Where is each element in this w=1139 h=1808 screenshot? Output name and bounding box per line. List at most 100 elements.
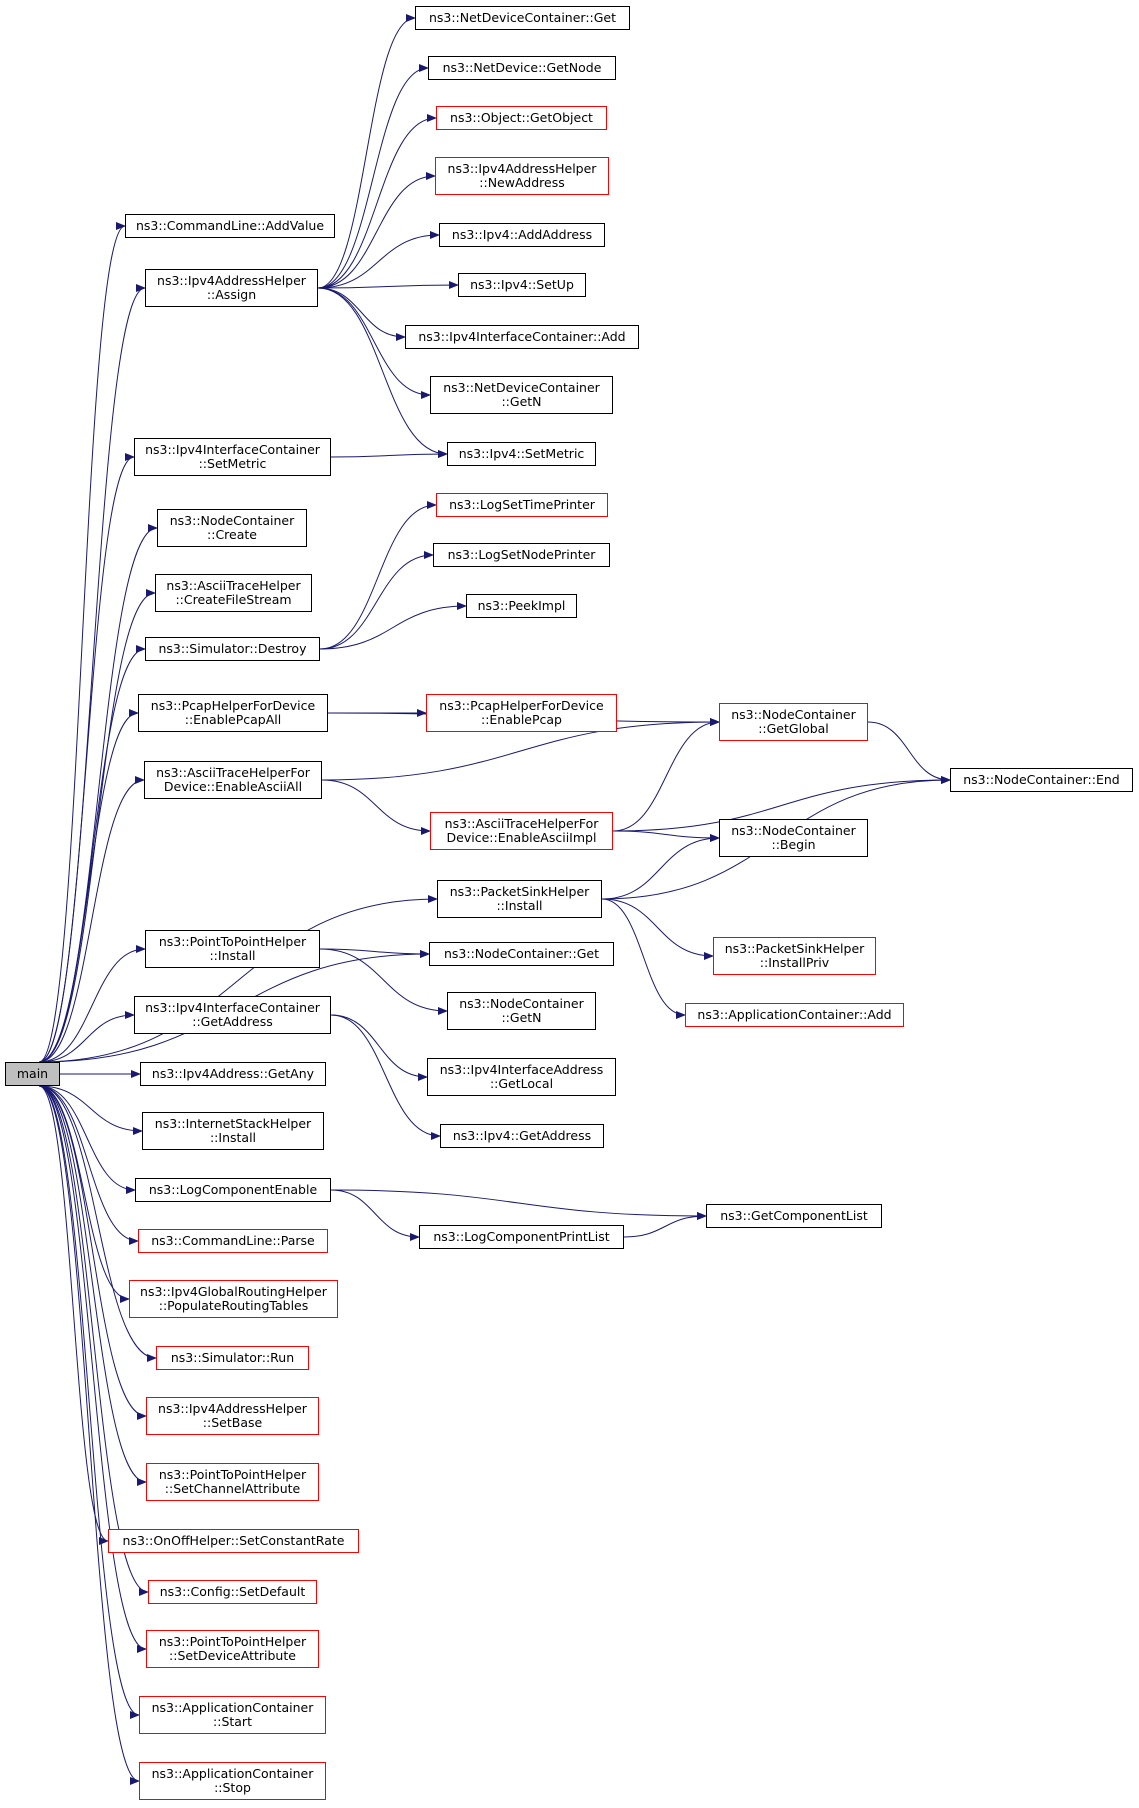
node-ipv4-getaddress[interactable]: ns3::Ipv4::GetAddress [440, 1124, 604, 1148]
edge-ipv4ah-assign-to-ipv4-setmetric [317, 287, 448, 458]
node-ipv4ic-setmetric[interactable]: ns3::Ipv4InterfaceContainer::SetMetric [134, 438, 331, 476]
node-ndc-getn[interactable]: ns3::NetDeviceContainer::GetN [430, 376, 613, 414]
node-label-line: ::InstallPriv [759, 955, 830, 970]
node-peekimpl[interactable]: ns3::PeekImpl [466, 594, 577, 618]
node-label-line: ::CreateFileStream [175, 592, 292, 607]
node-label-line: ns3::PointToPointHelper [158, 1633, 307, 1649]
node-label-line: ns3::AsciiTraceHelperFor [156, 764, 310, 780]
node-label-line: ns3::NodeContainer [731, 706, 856, 722]
node-config-setdefault[interactable]: ns3::Config::SetDefault [148, 1580, 317, 1604]
node-ndc-get[interactable]: ns3::NetDeviceContainer::Get [415, 6, 630, 30]
edge-ipv4ah-assign-to-obj-getobject [317, 114, 437, 289]
edge-athfd-enableasciiimpl-to-nc-begin [612, 830, 720, 842]
edge-athfd-enableasciiimpl-to-nc-end [612, 776, 951, 832]
node-label-line: ::PopulateRoutingTables [158, 1298, 309, 1313]
edge-main-to-ipv4grh-populate [39, 1085, 130, 1303]
edge-ipv4ah-assign-to-ipv4-setup [317, 281, 459, 290]
node-label-line: ns3::Ipv4InterfaceContainer::Add [418, 328, 626, 344]
node-label-line: ns3::Ipv4Address::GetAny [151, 1065, 315, 1081]
node-label-line: ::Create [207, 527, 257, 542]
node-label-line: ns3::Simulator::Destroy [158, 640, 307, 656]
node-ipv4-setmetric[interactable]: ns3::Ipv4::SetMetric [447, 442, 596, 466]
node-nd-getnode[interactable]: ns3::NetDevice::GetNode [428, 56, 616, 80]
edge-main-to-athfd-enableasciiall [39, 776, 145, 1063]
node-ipv4ic-add[interactable]: ns3::Ipv4InterfaceContainer::Add [405, 325, 639, 349]
node-label-line: ns3::AsciiTraceHelperFor [444, 815, 599, 831]
node-ipv4addr-getany[interactable]: ns3::Ipv4Address::GetAny [140, 1062, 326, 1086]
node-label-line: ::NewAddress [479, 175, 565, 190]
edge-main-to-cl-addvalue [38, 222, 126, 1063]
node-ipv4ah-setbase[interactable]: ns3::Ipv4AddressHelper::SetBase [146, 1397, 319, 1435]
node-label-line: ns3::PcapHelperForDevice [150, 697, 316, 713]
node-p2p-setchannelattribute[interactable]: ns3::PointToPointHelper::SetChannelAttri… [146, 1463, 319, 1501]
node-cl-addvalue[interactable]: ns3::CommandLine::AddValue [125, 214, 335, 238]
node-obj-getobject[interactable]: ns3::Object::GetObject [436, 106, 607, 130]
node-label-line: main [16, 1065, 49, 1081]
node-p2p-install[interactable]: ns3::PointToPointHelper::Install [145, 930, 320, 968]
edge-main-to-sim-destroy [39, 645, 146, 1063]
node-ipv4ah-newaddress[interactable]: ns3::Ipv4AddressHelper::NewAddress [435, 157, 609, 195]
node-label-line: ns3::ApplicationContainer [151, 1765, 314, 1781]
node-ipv4ic-getaddress[interactable]: ns3::Ipv4InterfaceContainer::GetAddress [134, 996, 331, 1034]
node-cl-parse[interactable]: ns3::CommandLine::Parse [138, 1229, 328, 1253]
node-label-line: ::Install [496, 898, 543, 913]
node-ac-stop[interactable]: ns3::ApplicationContainer::Stop [139, 1762, 326, 1800]
edge-main-to-ipv4ah-setbase [39, 1085, 147, 1420]
edge-main-to-cl-parse [39, 1085, 139, 1245]
edge-main-to-ipv4ah-assign [39, 284, 146, 1063]
edge-main-to-phfd-enablepcapall [39, 709, 139, 1063]
node-nc-get[interactable]: ns3::NodeContainer::Get [429, 942, 614, 966]
node-phfd-enablepcapall[interactable]: ns3::PcapHelperForDevice::EnablePcapAll [138, 694, 328, 732]
node-ath-createfilestream[interactable]: ns3::AsciiTraceHelper::CreateFileStream [155, 574, 312, 612]
node-label-line: ::SetDeviceAttribute [169, 1648, 296, 1663]
node-ish-install[interactable]: ns3::InternetStackHelper::Install [142, 1112, 324, 1150]
node-nc-getglobal[interactable]: ns3::NodeContainer::GetGlobal [719, 703, 868, 741]
node-label-line: ns3::PacketSinkHelper [449, 883, 590, 899]
node-ipv4-setup[interactable]: ns3::Ipv4::SetUp [458, 273, 586, 297]
node-ipv4ia-getlocal[interactable]: ns3::Ipv4InterfaceAddress::GetLocal [427, 1058, 616, 1096]
edge-main-to-logcomponentenable [39, 1085, 136, 1194]
node-label-line: ns3::CommandLine::Parse [151, 1232, 315, 1248]
node-ac-start[interactable]: ns3::ApplicationContainer::Start [139, 1696, 326, 1734]
edge-main-to-p2p-setchannelattribute [39, 1085, 147, 1486]
node-label-line: ns3::LogComponentEnable [148, 1181, 318, 1197]
node-onoff-setconstantrate[interactable]: ns3::OnOffHelper::SetConstantRate [108, 1529, 359, 1553]
node-label-line: ns3::NetDeviceContainer::Get [428, 9, 617, 25]
edge-psh-install-to-nc-begin [601, 834, 720, 900]
edge-sim-destroy-to-logsettimeprinter [319, 501, 437, 650]
edge-main-to-ac-stop [39, 1085, 140, 1785]
node-label-line: ::SetBase [202, 1415, 263, 1430]
edge-ipv4ic-getaddress-to-ipv4ia-getlocal [330, 1014, 428, 1081]
node-logsetnodeprinter[interactable]: ns3::LogSetNodePrinter [433, 543, 610, 567]
node-ipv4grh-populate[interactable]: ns3::Ipv4GlobalRoutingHelper::PopulateRo… [129, 1280, 338, 1318]
node-label-line: ns3::Ipv4AddressHelper [157, 272, 306, 288]
node-nc-create[interactable]: ns3::NodeContainer::Create [157, 509, 307, 547]
node-logcomponentenable[interactable]: ns3::LogComponentEnable [135, 1178, 331, 1202]
node-logcomponentprintlist[interactable]: ns3::LogComponentPrintList [419, 1225, 624, 1249]
node-psh-install[interactable]: ns3::PacketSinkHelper::Install [437, 880, 602, 918]
node-sim-run[interactable]: ns3::Simulator::Run [156, 1346, 309, 1370]
node-label-line: ns3::Ipv4::SetUp [470, 276, 574, 292]
node-getcomponentlist[interactable]: ns3::GetComponentList [706, 1204, 882, 1228]
node-nc-getn[interactable]: ns3::NodeContainer::GetN [447, 992, 596, 1030]
node-nc-end[interactable]: ns3::NodeContainer::End [950, 768, 1133, 792]
node-sim-destroy[interactable]: ns3::Simulator::Destroy [145, 637, 320, 661]
node-label-line: ns3::NodeContainer::Get [444, 945, 599, 961]
node-label-line: ns3::NetDevice::GetNode [442, 59, 602, 75]
node-ipv4-addaddress[interactable]: ns3::Ipv4::AddAddress [439, 223, 605, 247]
node-label-line: ::GetLocal [489, 1076, 554, 1091]
node-psh-installpriv[interactable]: ns3::PacketSinkHelper::InstallPriv [713, 937, 876, 975]
node-label-line: ns3::OnOffHelper::SetConstantRate [122, 1532, 345, 1548]
node-label-line: ns3::Simulator::Run [170, 1349, 295, 1365]
node-nc-begin[interactable]: ns3::NodeContainer::Begin [719, 819, 868, 857]
node-p2p-setdeviceattribute[interactable]: ns3::PointToPointHelper::SetDeviceAttrib… [146, 1630, 319, 1668]
node-phfd-enablepcap[interactable]: ns3::PcapHelperForDevice::EnablePcap [426, 694, 617, 732]
node-ipv4ah-assign[interactable]: ns3::Ipv4AddressHelper::Assign [145, 269, 318, 307]
edge-main-to-p2p-setdeviceattribute [39, 1085, 147, 1653]
node-label-line: ns3::LogComponentPrintList [433, 1228, 610, 1244]
edge-main-to-ish-install [39, 1085, 143, 1135]
node-logsettimeprinter[interactable]: ns3::LogSetTimePrinter [436, 493, 608, 517]
node-ac-add[interactable]: ns3::ApplicationContainer::Add [685, 1003, 904, 1027]
